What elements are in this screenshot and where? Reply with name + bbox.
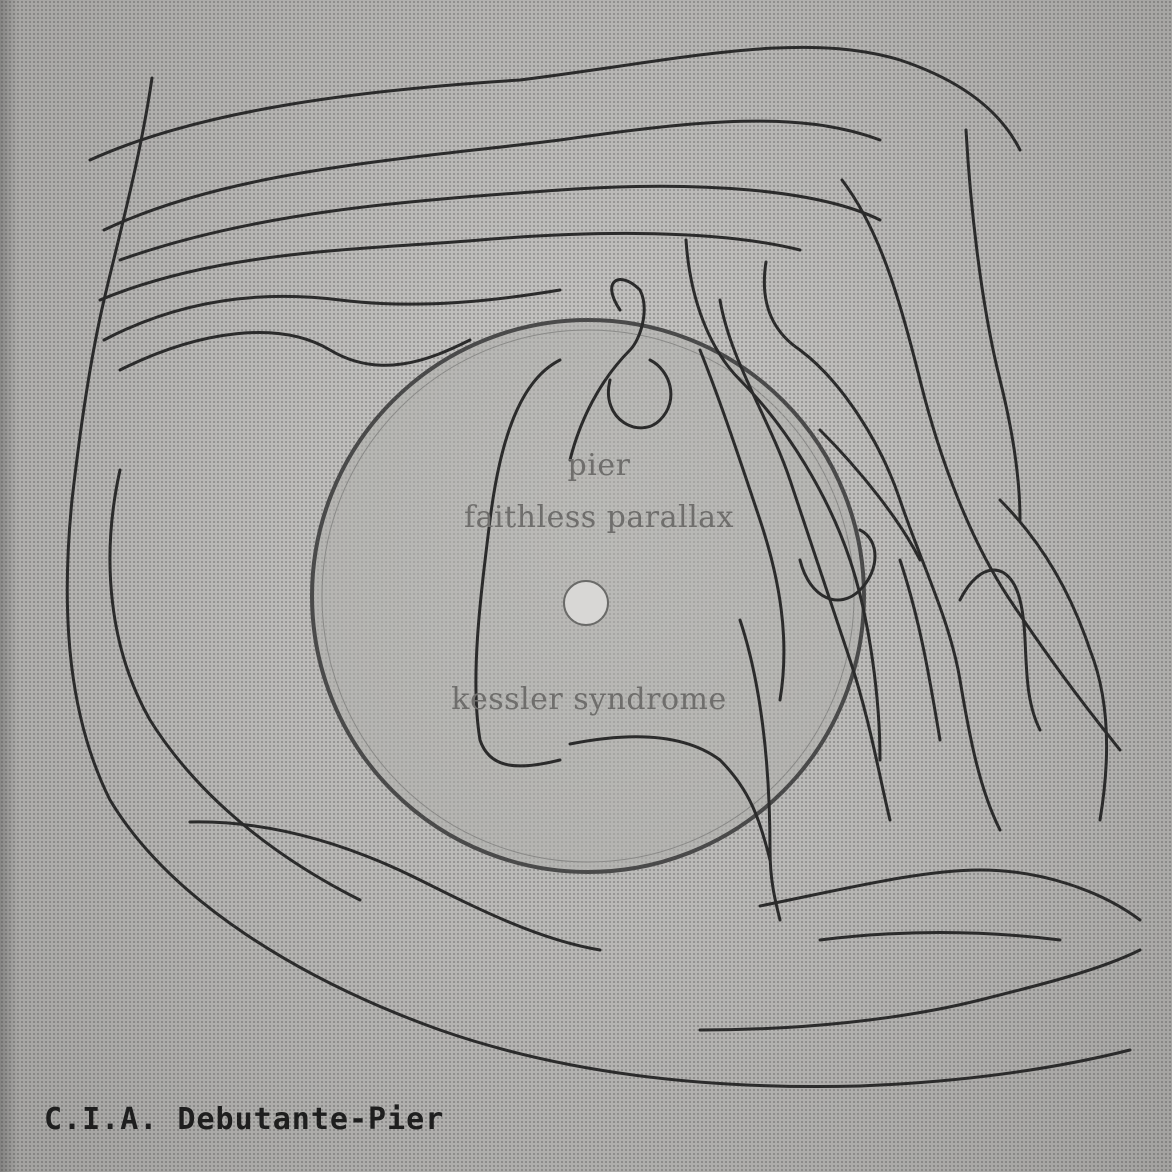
sketch-lines: [65, 45, 1142, 1089]
sleeve-edge: [0, 0, 18, 1172]
cover-credit: C.I.A. Debutante-Pier: [44, 1102, 445, 1137]
label-artist: pier: [567, 448, 631, 483]
label-side-b-track: kessler syndrome: [451, 682, 727, 717]
spindle-hole: [563, 580, 609, 626]
label-side-a-track: faithless parallax: [464, 500, 734, 535]
